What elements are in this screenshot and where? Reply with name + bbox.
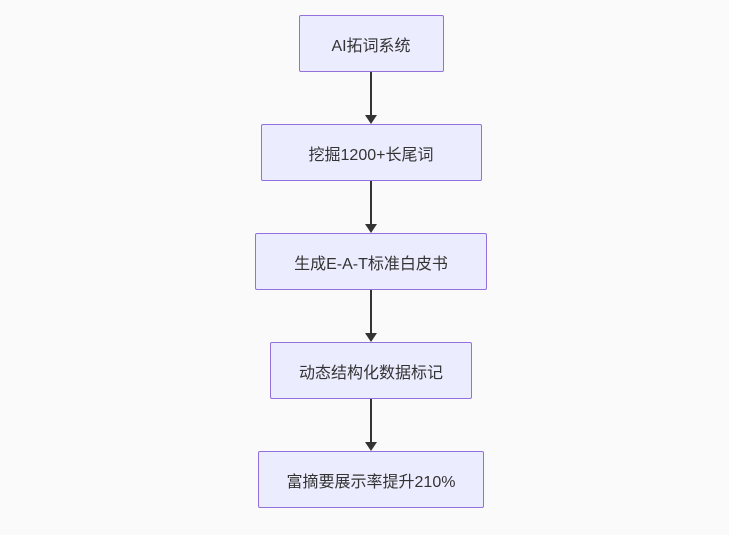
node-label: 动态结构化数据标记 xyxy=(298,364,443,382)
arrow-head-icon xyxy=(365,442,377,451)
flow-arrow-1-2 xyxy=(364,72,378,124)
arrow-head-icon xyxy=(365,333,377,342)
flow-arrow-4-5 xyxy=(364,399,378,451)
flowchart-node-step-5: 富摘要展示率提升210% xyxy=(257,451,485,508)
flow-arrow-2-3 xyxy=(364,181,378,233)
node-label: AI拓词系统 xyxy=(331,37,411,55)
flowchart-node-step-1: AI拓词系统 xyxy=(298,15,444,72)
flowchart-node-step-3: 生成E-A-T标准白皮书 xyxy=(255,233,487,290)
node-label: 挖掘1200+长尾词 xyxy=(308,146,434,164)
node-label: 富摘要展示率提升210% xyxy=(286,473,456,491)
arrow-head-icon xyxy=(365,224,377,233)
arrow-line xyxy=(370,290,372,334)
arrow-line xyxy=(370,181,372,225)
flowchart-node-step-4: 动态结构化数据标记 xyxy=(269,342,472,399)
flowchart: AI拓词系统 挖掘1200+长尾词 生成E-A-T标准白皮书 动态结构化数据标记 xyxy=(255,15,487,508)
node-label: 生成E-A-T标准白皮书 xyxy=(294,255,448,273)
flowchart-node-step-2: 挖掘1200+长尾词 xyxy=(260,124,482,181)
flow-arrow-3-4 xyxy=(364,290,378,342)
arrow-line xyxy=(370,72,372,116)
arrow-line xyxy=(370,399,372,443)
arrow-head-icon xyxy=(365,115,377,124)
